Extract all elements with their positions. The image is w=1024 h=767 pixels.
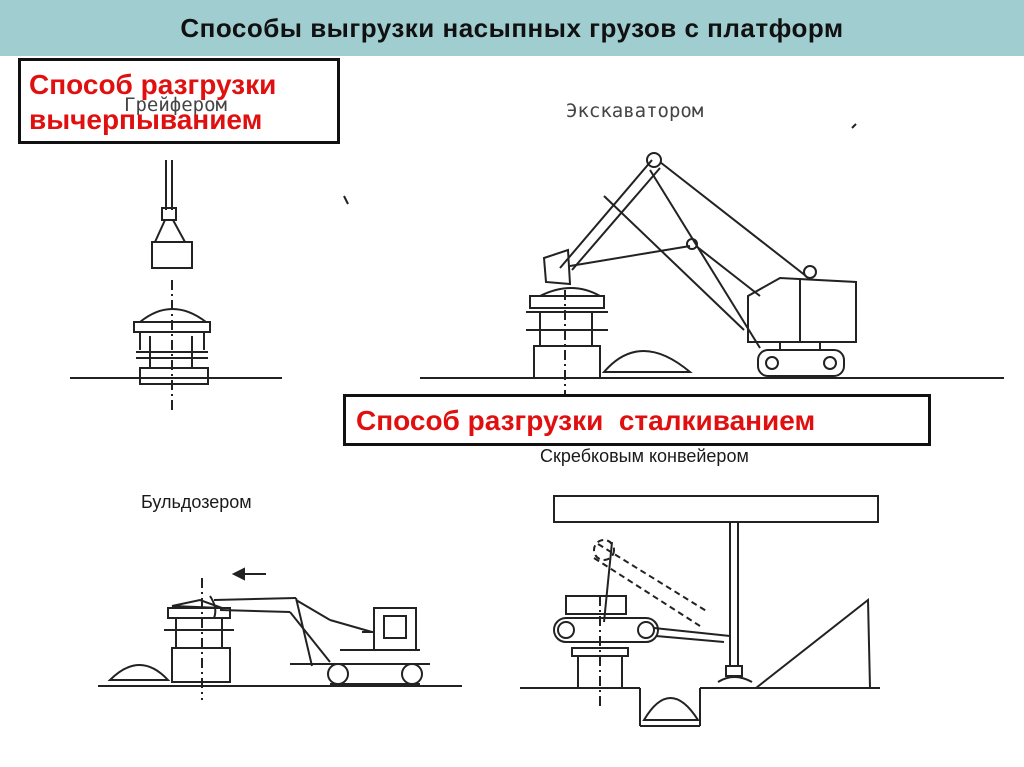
bulldozer-label: Бульдозером (141, 492, 252, 512)
pick-method-line2: вычерпыванием (29, 104, 263, 135)
scraper-label: Скребковым конвейером (540, 446, 749, 466)
bulldozer-diagram (98, 569, 462, 700)
push-method-box: Способ разгрузки сталкиванием (343, 394, 931, 446)
pick-method-line1: Способ разгрузки (29, 69, 277, 100)
grab-diagram (70, 160, 282, 412)
page-title: Способы выгрузки насыпных грузов с платф… (180, 12, 844, 43)
excavator-label: Экскаватором (566, 100, 704, 122)
grab-label: Грейфером (124, 94, 227, 116)
pick-method-box: Способ разгрузки вычерпыванием (18, 58, 340, 144)
title-bar: Способы выгрузки насыпных грузов с платф… (0, 0, 1024, 56)
excavator-diagram (420, 153, 1004, 408)
scraper-conveyor-diagram (520, 496, 880, 726)
push-method-text: Способ разгрузки сталкиванием (356, 405, 816, 436)
